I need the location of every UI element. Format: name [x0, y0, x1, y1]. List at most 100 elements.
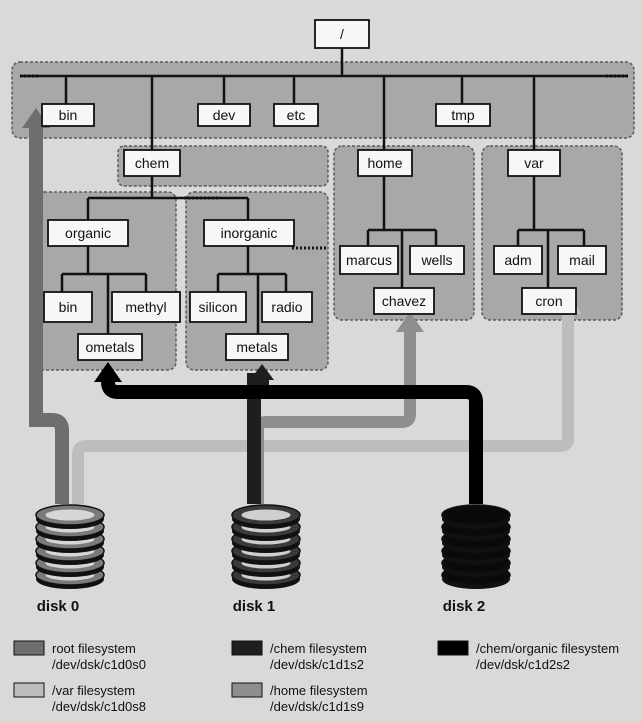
node-radio: radio: [261, 291, 313, 323]
node-root: /: [314, 19, 370, 49]
disk-2: disk 2: [441, 504, 511, 615]
node-label: tmp: [451, 107, 475, 123]
node-label: adm: [504, 252, 531, 268]
node-label: var: [524, 155, 544, 171]
node-box: [435, 103, 491, 127]
node-label: dev: [213, 107, 236, 123]
arrow-organic-filesystem: [101, 374, 483, 504]
node-box: [314, 19, 370, 49]
platter: [441, 504, 511, 526]
node-cron: cron: [521, 287, 577, 315]
legend-item: /chem/organic filesystem/dev/dsk/c1d2s2: [437, 640, 619, 672]
node-label: radio: [271, 299, 302, 315]
arrowhead-organic-filesystem: [94, 362, 122, 382]
node-box: [373, 287, 435, 315]
legend-device: /dev/dsk/c1d1s2: [270, 657, 364, 672]
legend: root filesystem/dev/dsk/c1d0s0/chem file…: [13, 640, 619, 714]
node-wells: wells: [409, 245, 465, 275]
legend-swatch: [231, 640, 263, 656]
disk-label: disk 2: [443, 598, 486, 615]
node-label: ometals: [85, 339, 134, 355]
legend-swatch: [13, 640, 45, 656]
legend-device: /dev/dsk/c1d2s2: [476, 657, 570, 672]
node-box: [41, 103, 95, 127]
node-label: chem: [135, 155, 169, 171]
node-tmp: tmp: [435, 103, 491, 127]
node-box: [77, 333, 143, 361]
legend-name: /var filesystem: [52, 683, 135, 698]
node-box: [557, 245, 607, 275]
node-box: [111, 291, 181, 323]
disks: disk 0 disk 1 disk 2: [35, 504, 511, 615]
disk-label: disk 0: [37, 598, 80, 615]
node-box: [273, 103, 319, 127]
platter-ring: [241, 509, 291, 521]
node-mail: mail: [557, 245, 607, 275]
legend-item: /chem filesystem/dev/dsk/c1d1s2: [231, 640, 367, 672]
node-label: bin: [59, 299, 78, 315]
node-organic-bin: bin: [43, 291, 93, 323]
node-box: [357, 149, 413, 177]
legend-device: /dev/dsk/c1d0s8: [52, 699, 146, 714]
node-label: home: [367, 155, 402, 171]
node-box: [261, 291, 313, 323]
node-label: organic: [65, 225, 111, 241]
node-dev: dev: [197, 103, 251, 127]
node-label: wells: [420, 252, 452, 268]
legend-item: /var filesystem/dev/dsk/c1d0s8: [13, 682, 146, 714]
node-silicon: silicon: [189, 291, 247, 323]
arrow-root-filesystem: [29, 122, 69, 504]
node-organic: organic: [47, 219, 129, 247]
node-box: [493, 245, 543, 275]
node-label: etc: [287, 107, 306, 123]
node-box: [409, 245, 465, 275]
node-ometals: ometals: [77, 333, 143, 361]
disk-label: disk 1: [233, 598, 276, 615]
region-var-filesystem: [481, 145, 623, 321]
arrow-var-filesystem: [72, 306, 574, 504]
legend-swatch: [437, 640, 469, 656]
node-etc: etc: [273, 103, 319, 127]
node-inorganic: inorganic: [203, 219, 295, 247]
region-root-filesystem: [11, 61, 635, 139]
legend-name: /chem/organic filesystem: [476, 641, 619, 656]
node-methyl: methyl: [111, 291, 181, 323]
disk-1: disk 1: [231, 504, 301, 615]
legend-device: /dev/dsk/c1d1s9: [270, 699, 364, 714]
node-marcus: marcus: [339, 245, 399, 275]
legend-name: /home filesystem: [270, 683, 368, 698]
legend-swatch: [231, 682, 263, 698]
node-metals: metals: [225, 333, 289, 361]
node-label: bin: [59, 107, 78, 123]
disk-0: disk 0: [35, 504, 105, 615]
node-box: [189, 291, 247, 323]
legend-item: /home filesystem/dev/dsk/c1d1s9: [231, 682, 368, 714]
node-label: mail: [569, 252, 595, 268]
node-box: [521, 287, 577, 315]
tree-nodes: / bin dev etc tmp chem home var organic inorganic…: [41, 19, 607, 361]
node-chem: chem: [123, 149, 181, 177]
node-label: cron: [535, 293, 562, 309]
legend-device: /dev/dsk/c1d0s0: [52, 657, 146, 672]
platter-ring: [45, 509, 95, 521]
node-box: [225, 333, 289, 361]
node-var: var: [507, 149, 561, 177]
arrowhead-chem-filesystem: [250, 364, 274, 380]
legend-name: root filesystem: [52, 641, 136, 656]
node-bin: bin: [41, 103, 95, 127]
node-label: silicon: [199, 299, 238, 315]
legend-swatch: [13, 682, 45, 698]
arrowhead-home-filesystem: [396, 312, 424, 332]
mount-leaders: [20, 74, 630, 250]
node-box: [43, 291, 93, 323]
node-box: [507, 149, 561, 177]
tree-edges: [20, 48, 628, 334]
node-label: methyl: [125, 299, 166, 315]
node-label: metals: [236, 339, 277, 355]
node-box: [339, 245, 399, 275]
node-adm: adm: [493, 245, 543, 275]
node-box: [123, 149, 181, 177]
node-label: chavez: [382, 293, 426, 309]
